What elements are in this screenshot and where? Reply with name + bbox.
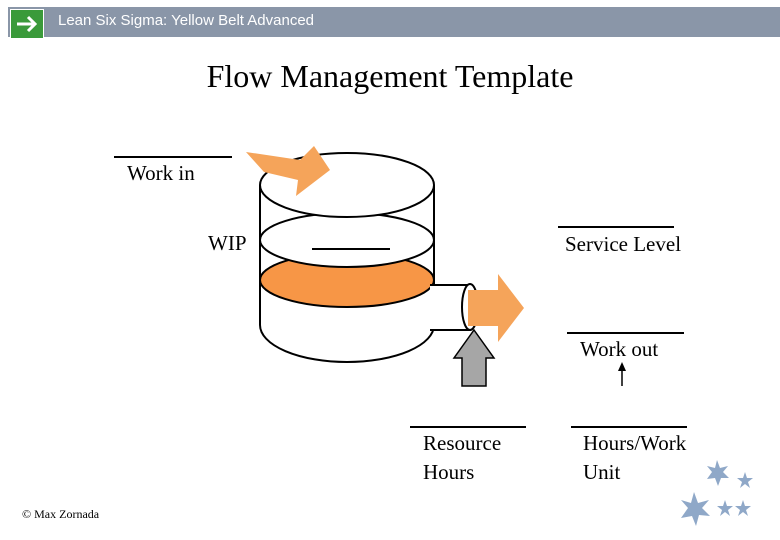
resource-hours-blank [410, 426, 526, 428]
work-out-label: Work out [580, 337, 659, 361]
hours-per-unit-label-line2: Unit [583, 460, 621, 484]
hours-per-unit-blank [571, 426, 687, 428]
wip-label: WIP [208, 231, 247, 255]
header-title: Lean Six Sigma: Yellow Belt Advanced [58, 12, 315, 29]
work-in-arrow [246, 146, 330, 196]
work-in-blank [114, 156, 232, 158]
resource-hours-arrow [452, 328, 496, 387]
wip-level-disk [259, 212, 435, 268]
resource-hours-label-line1: Resource [423, 431, 502, 455]
arrow-right-icon [10, 9, 44, 39]
work-in-label: Work in [127, 161, 195, 185]
slide-title: Flow Management Template [206, 58, 574, 94]
service-level-blank [558, 226, 674, 228]
service-level-label: Service Level [565, 232, 682, 256]
work-out-arrow [468, 274, 524, 342]
resource-hours-label-line2: Hours [423, 460, 475, 484]
stars-decoration [681, 460, 753, 526]
hours-per-unit-label-line1: Hours/Work [583, 431, 687, 455]
work-out-blank [567, 332, 684, 334]
copyright-text: © Max Zornada [22, 507, 100, 521]
wip-blank [312, 248, 390, 250]
header-bar [8, 7, 780, 37]
